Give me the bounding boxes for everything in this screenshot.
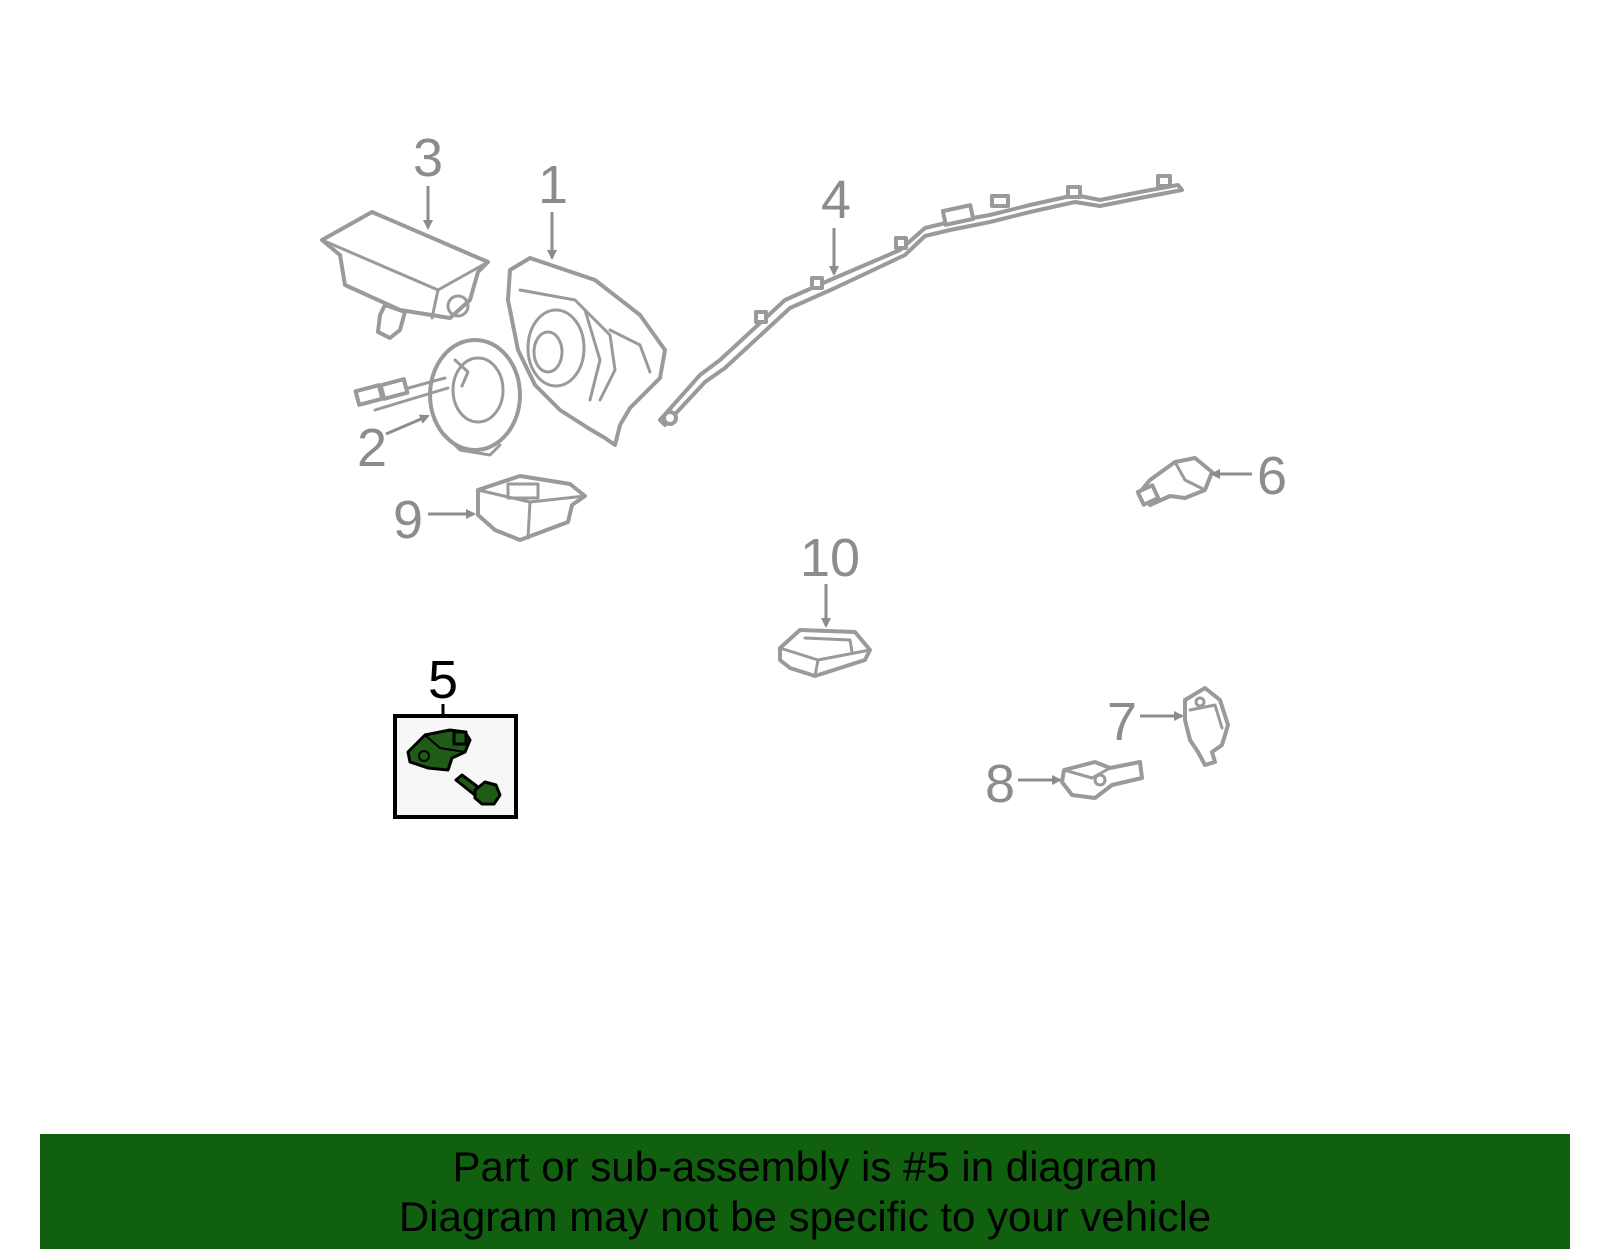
- part-2-clockspring[interactable]: [353, 338, 522, 457]
- part-9-module[interactable]: [476, 474, 587, 542]
- footer-banner: Part or sub-assembly is #5 in diagram Di…: [40, 1134, 1570, 1249]
- part-5-highlight[interactable]: 5: [393, 650, 518, 819]
- callout-6: 6: [1257, 446, 1287, 506]
- callout-10: 10: [800, 528, 860, 588]
- part-1-driver-airbag[interactable]: [506, 256, 667, 447]
- part-5-bolt[interactable]: [454, 773, 502, 806]
- part-4-curtain-airbag[interactable]: [658, 174, 1184, 427]
- part-6-sensor[interactable]: [1135, 456, 1214, 507]
- part-10-module[interactable]: [778, 628, 872, 678]
- callout-9: 9: [393, 490, 423, 550]
- part-3-passenger-airbag[interactable]: [320, 210, 490, 340]
- callout-7: 7: [1107, 692, 1137, 752]
- callout-4: 4: [821, 170, 851, 230]
- callout-2: 2: [357, 418, 387, 478]
- callout-1: 1: [538, 155, 568, 215]
- part-8-sensor[interactable]: [1060, 760, 1144, 800]
- part-5-sensor[interactable]: [406, 728, 472, 772]
- callout-2-arrow: [385, 414, 430, 436]
- callout-3: 3: [413, 128, 443, 188]
- part-7-sensor[interactable]: [1183, 686, 1230, 767]
- callout-8: 8: [985, 754, 1015, 814]
- callout-5: 5: [428, 650, 458, 710]
- footer-line-2: Diagram may not be specific to your vehi…: [398, 1193, 1212, 1240]
- footer-line-1: Part or sub-assembly is #5 in diagram: [452, 1143, 1158, 1190]
